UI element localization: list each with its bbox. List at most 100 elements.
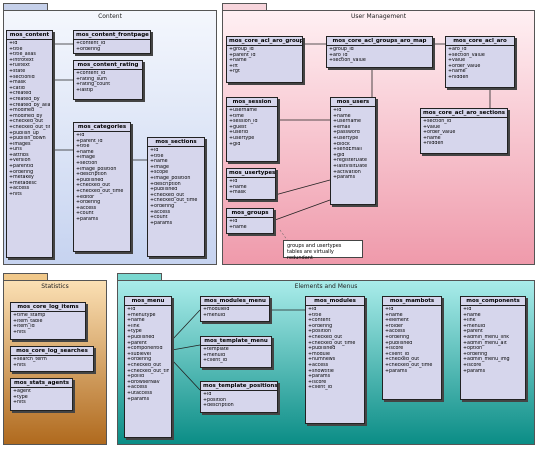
class-fields: +group_id +aro_id +section_value — [327, 46, 432, 65]
field: +template — [203, 347, 229, 352]
note-line: groups and usertypes — [287, 243, 342, 249]
field: +componentid — [127, 346, 163, 352]
field: +group_id — [329, 47, 354, 52]
field: +images — [9, 141, 31, 147]
field: +created — [9, 91, 32, 97]
field: +sendEmail — [333, 147, 362, 153]
users-package-title: User Management — [350, 13, 407, 20]
field: +item_table — [13, 318, 43, 324]
class-fields: +id +menutype +name +link +type +publish… — [125, 306, 171, 403]
field: +item_id — [13, 324, 35, 330]
field: +modified — [9, 108, 35, 114]
field: +client_id — [308, 385, 332, 391]
field: +aro_id — [448, 47, 467, 52]
field: +catid — [9, 85, 25, 91]
field: +params — [76, 216, 99, 222]
field: +mask — [229, 190, 246, 196]
field: +client_id — [203, 358, 227, 364]
field: +time — [229, 113, 244, 119]
field: +position — [308, 329, 332, 335]
field: +hidden — [448, 74, 469, 80]
field: +hidden — [423, 141, 444, 147]
field: +published — [385, 340, 413, 346]
field: +content_id — [76, 71, 106, 76]
field: +params — [150, 220, 173, 226]
field: +position — [203, 397, 227, 403]
field: +sectionid — [9, 74, 35, 80]
class-title: mos_stats_agents — [11, 379, 72, 388]
field: +sublevel — [127, 351, 152, 357]
field: +lastip — [76, 87, 94, 93]
field: +section_id — [423, 119, 452, 124]
class-fields: +time_stamp +item_table +item_id +hits — [11, 312, 85, 336]
field: +guest — [229, 124, 247, 130]
field: +description — [150, 181, 181, 187]
field: +showtitle — [308, 368, 334, 374]
class-fields: +template +menuid +client_id — [201, 346, 271, 365]
class-mos-components: mos_components +id +name +link +menuid +… — [460, 296, 526, 400]
class-fields: +id +title +name +image +scope +image_po… — [148, 147, 204, 227]
field: +password — [333, 130, 360, 136]
field: +access — [127, 385, 148, 391]
field: +image_position — [150, 175, 191, 181]
class-mos-core-log-searches: mos_core_log_searches +search_term +hits — [10, 346, 94, 372]
field: +state — [9, 68, 26, 74]
field: +image — [76, 155, 95, 161]
class-fields: +id +name +link +menuid +parent +admin_m… — [461, 306, 525, 375]
field: +access — [385, 329, 406, 335]
stats-package-title: Statistics — [41, 283, 69, 290]
class-fields: +id +title +title_alias +introtext +full… — [7, 40, 52, 199]
field: +block — [333, 141, 350, 147]
field: +created_by — [9, 96, 40, 102]
field: +order_value — [448, 63, 481, 69]
menus-package-title: Elements and Menus — [294, 283, 358, 290]
field: +metakey — [9, 175, 34, 181]
class-fields: +id +name +username +email +password +us… — [331, 107, 375, 182]
field: +id — [76, 133, 85, 138]
field: +attribs — [9, 152, 29, 158]
field: +image — [150, 164, 169, 170]
class-mos-stats-agents: mos_stats_agents +agent +type +hits — [10, 378, 73, 411]
field: +scope — [150, 170, 169, 176]
class-title: mos_components — [461, 297, 525, 306]
field: +iscore — [385, 346, 404, 352]
field: +menutype — [127, 312, 156, 318]
field: +access — [150, 209, 171, 215]
field: +description — [76, 172, 107, 178]
field: +admin_menu_img — [463, 357, 510, 363]
field: +parent_id — [76, 138, 103, 144]
field: +username — [333, 119, 362, 125]
field: +modified_by — [9, 113, 43, 119]
class-fields: +agent +type +hits — [11, 388, 72, 407]
class-title: mos_core_acl_aro — [446, 37, 514, 46]
field: +moduleid — [203, 307, 230, 312]
class-title: mos_content — [7, 31, 52, 40]
field: +type — [13, 394, 28, 400]
field: +aro_id — [329, 52, 348, 58]
field: +link — [463, 318, 476, 324]
field: +link — [127, 323, 140, 329]
field: +params — [308, 374, 331, 380]
field: +params — [385, 368, 408, 374]
field: +version — [9, 158, 31, 164]
field: +checked_out_time — [385, 362, 433, 368]
field: +ordering — [385, 334, 410, 340]
field: +usertype — [229, 135, 255, 141]
field: +name — [423, 135, 441, 141]
field: +menuid — [463, 323, 486, 329]
class-title: mos_menu — [125, 297, 171, 306]
class-fields: +id +name +mask — [227, 178, 275, 197]
field: +group_id — [229, 47, 254, 52]
class-title: mos_core_acl_aro_groups — [227, 38, 302, 46]
class-title: mos_template_menu — [201, 337, 271, 346]
class-mos-session: mos_session +username +time +session_id … — [226, 97, 278, 162]
class-mos-modules: mos_modules +id +title +content +orderin… — [305, 296, 365, 424]
field: +value — [448, 58, 466, 64]
field: +section_value — [448, 52, 485, 58]
class-mos-content-rating: mos_content_rating +content_id +rating_s… — [73, 60, 143, 100]
field: +introtext — [9, 57, 34, 63]
class-fields: +search_term +hits — [11, 356, 93, 369]
class-mos-content: mos_content +id +title +title_alias +int… — [6, 30, 53, 258]
field: +checked_out — [76, 183, 111, 189]
class-mos-sections: mos_sections +id +title +name +image +sc… — [147, 137, 205, 257]
